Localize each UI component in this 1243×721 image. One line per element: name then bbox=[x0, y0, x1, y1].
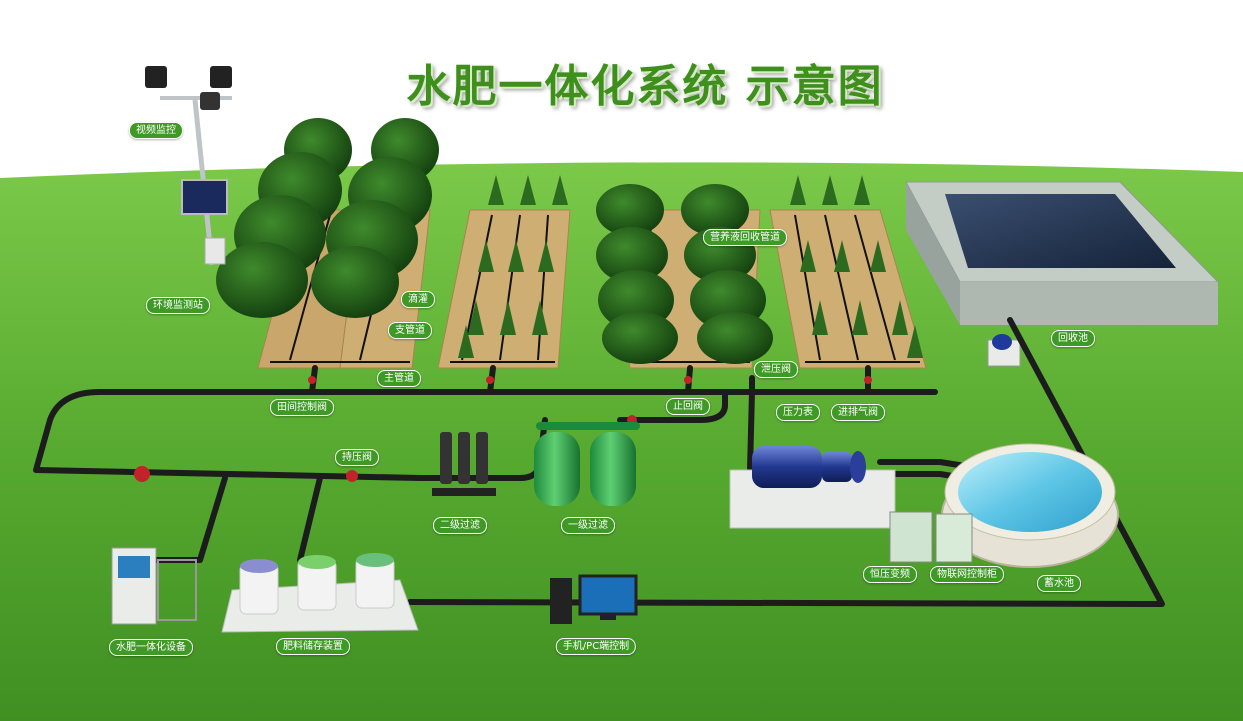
page-title: 水肥一体化系统 示意图 bbox=[406, 61, 884, 112]
storage-pool-round bbox=[941, 443, 1119, 568]
monitor-mast bbox=[145, 66, 232, 266]
label-pc-control: 手机/PC端控制 bbox=[555, 638, 637, 655]
label-storage-pool: 蓄水池 bbox=[1037, 575, 1081, 592]
label-fertilizer-storage: 肥料储存装置 bbox=[276, 638, 350, 655]
label-pressure-gauge: 压力表 bbox=[776, 404, 820, 421]
recovery-pump bbox=[987, 334, 1021, 367]
label-nutrient-return-pipe: 营养液回收管道 bbox=[703, 229, 787, 246]
label-primary-filter: 一级过滤 bbox=[561, 517, 615, 534]
fertilizer-storage-unit bbox=[221, 553, 419, 633]
label-vfd: 恒压变频 bbox=[863, 566, 917, 583]
recovery-pool-tank bbox=[905, 181, 1220, 325]
label-main-pipe: 主管道 bbox=[377, 370, 421, 387]
label-video-monitor: 视频监控 bbox=[129, 122, 183, 139]
label-env-station: 环境监测站 bbox=[146, 297, 210, 314]
secondary-filter-unit bbox=[432, 432, 496, 496]
label-fertigation-device: 水肥一体化设备 bbox=[109, 639, 193, 656]
fertigation-machine bbox=[111, 547, 197, 625]
label-pressure-hold-valve: 持压阀 bbox=[335, 449, 379, 466]
primary-filter-tanks bbox=[534, 422, 640, 506]
label-branch-pipe: 支管道 bbox=[388, 322, 432, 339]
label-field-valve: 田间控制阀 bbox=[270, 399, 334, 416]
label-relief-valve: 泄压阀 bbox=[754, 361, 798, 378]
control-cabinets bbox=[889, 511, 973, 563]
label-check-valve: 止回阀 bbox=[666, 398, 710, 415]
label-iot-cabinet: 物联网控制柜 bbox=[930, 566, 1004, 583]
tree-group-1 bbox=[216, 118, 439, 318]
main-pump bbox=[729, 446, 896, 529]
label-recovery-pool: 回收池 bbox=[1051, 330, 1095, 347]
sapling-rows bbox=[458, 175, 923, 358]
label-drip: 滴灌 bbox=[401, 291, 435, 308]
pc-terminal bbox=[550, 574, 638, 624]
label-air-valve: 进排气阀 bbox=[831, 404, 885, 421]
label-secondary-filter: 二级过滤 bbox=[433, 517, 487, 534]
tree-group-3 bbox=[596, 184, 773, 364]
